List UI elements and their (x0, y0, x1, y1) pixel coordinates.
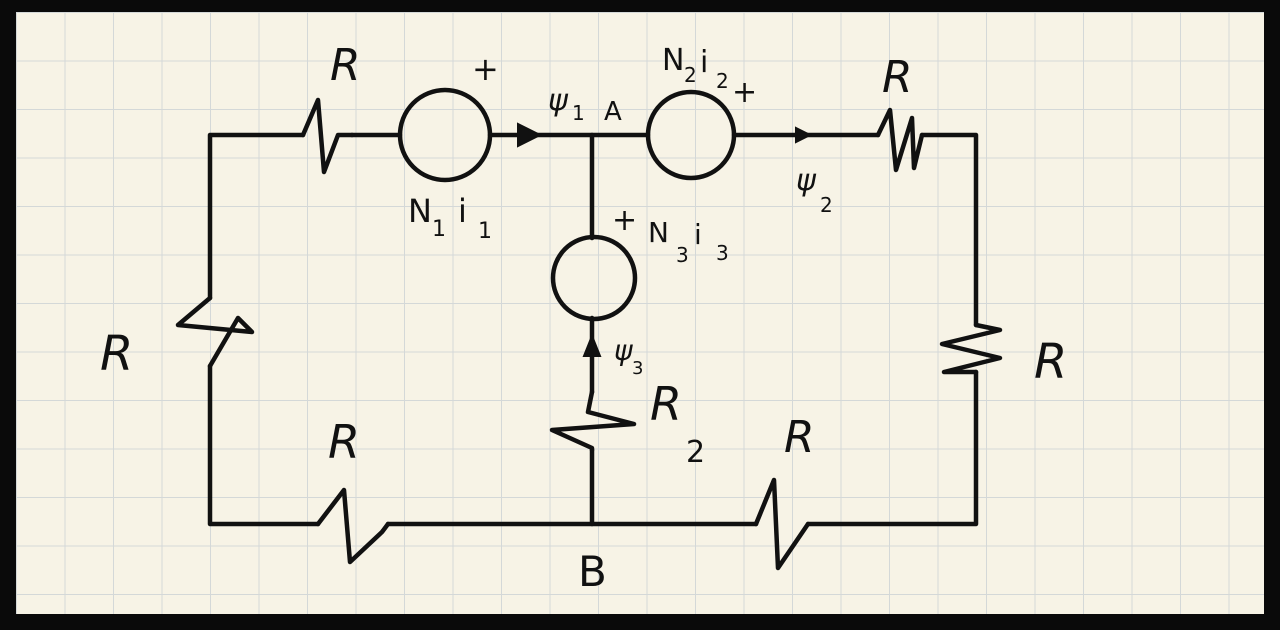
source-3-plus: + (612, 203, 637, 238)
label-r-top-right: R (882, 52, 913, 103)
source-1-label-n: N (408, 192, 432, 230)
wire-top-right (919, 132, 979, 328)
node-a-label: A (604, 97, 622, 127)
wire-left-top (207, 132, 306, 301)
resistor-bottom-left (315, 487, 391, 565)
resistor-left (175, 295, 255, 369)
source-1-label-i: i (458, 192, 467, 230)
label-r-top-left: R (330, 40, 361, 91)
source-2-circle (645, 89, 737, 181)
resistor-right (939, 322, 1003, 375)
flux-psi3-label: ψ (614, 334, 633, 367)
flux-psi2-arrow (795, 126, 813, 144)
node-b-label: B (578, 547, 607, 596)
source-2-plus: + (732, 75, 757, 110)
source-1-label-i-sub: 1 (478, 219, 492, 244)
wire-right-bottom (805, 369, 979, 527)
flux-psi1-label: ψ (548, 83, 569, 118)
source-2-label-n: N (662, 43, 684, 78)
wire-left-bottom (207, 363, 321, 527)
flux-psi2-label: ψ (796, 163, 817, 198)
flux-psi3-arrow (582, 333, 602, 357)
label-r-middle-sub: 2 (686, 435, 705, 470)
resistor-top-left (300, 97, 355, 175)
label-r-right: R (1034, 334, 1067, 390)
label-r-left: R (100, 326, 133, 382)
source-2-label-n-sub: 2 (684, 63, 697, 87)
source-3-label-i-sub: 3 (716, 241, 729, 265)
source-1-plus: + (472, 50, 499, 88)
source-3-label-i: i (694, 218, 702, 251)
label-r-bottom-right: R (784, 412, 815, 463)
resistor-top-right (875, 107, 925, 173)
source-1-label-n-sub: 1 (432, 217, 446, 242)
flux-psi3-sub: 3 (632, 358, 643, 379)
grid-paper (16, 12, 1264, 614)
label-r-middle: R (650, 377, 682, 431)
flux-psi1-sub: 1 (572, 101, 585, 125)
resistor-middle (549, 389, 637, 453)
flux-psi1-arrow (517, 122, 543, 148)
source-3-label-n: N (648, 216, 669, 249)
resistor-bottom-right (753, 477, 811, 571)
source-2-label-i: i (700, 45, 708, 80)
source-3-circle (550, 234, 638, 322)
flux-psi2-sub: 2 (820, 193, 833, 217)
source-3-label-n-sub: 3 (676, 243, 689, 267)
source-1-circle (397, 87, 493, 183)
label-r-bottom-left: R (328, 415, 360, 469)
source-2-label-i-sub: 2 (716, 69, 729, 93)
